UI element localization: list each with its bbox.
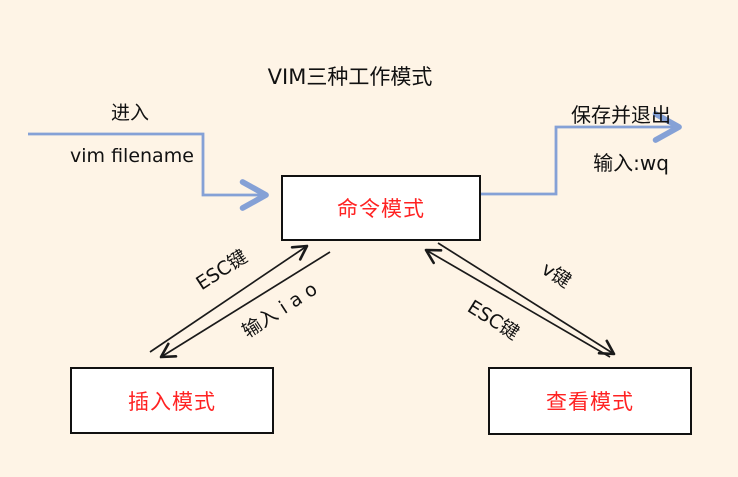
wq-command-label: 输入:wq [593,151,669,175]
view-mode-label: 查看模式 [546,390,634,414]
save-exit-label: 保存并退出 [571,103,671,127]
command-mode-box: 命令模式 [281,175,481,241]
vim-filename-label: vim filename [70,145,194,167]
arrow-command-to-view-v [437,242,616,356]
command-mode-label: 命令模式 [337,197,425,221]
diagram-title: VIM三种工作模式 [267,65,433,89]
view-mode-box: 查看模式 [488,367,692,435]
insert-mode-label: 插入模式 [128,389,216,414]
arrow-view-to-command-esc [424,248,611,358]
input-iao-label: 输入 i a o [238,277,322,343]
enter-label: 进入 [110,102,149,124]
v-key-label: v键 [537,257,575,293]
insert-mode-box: 插入模式 [70,367,274,434]
esc-key-right-label: ESC键 [463,296,523,345]
esc-key-left-label: ESC键 [192,245,252,295]
